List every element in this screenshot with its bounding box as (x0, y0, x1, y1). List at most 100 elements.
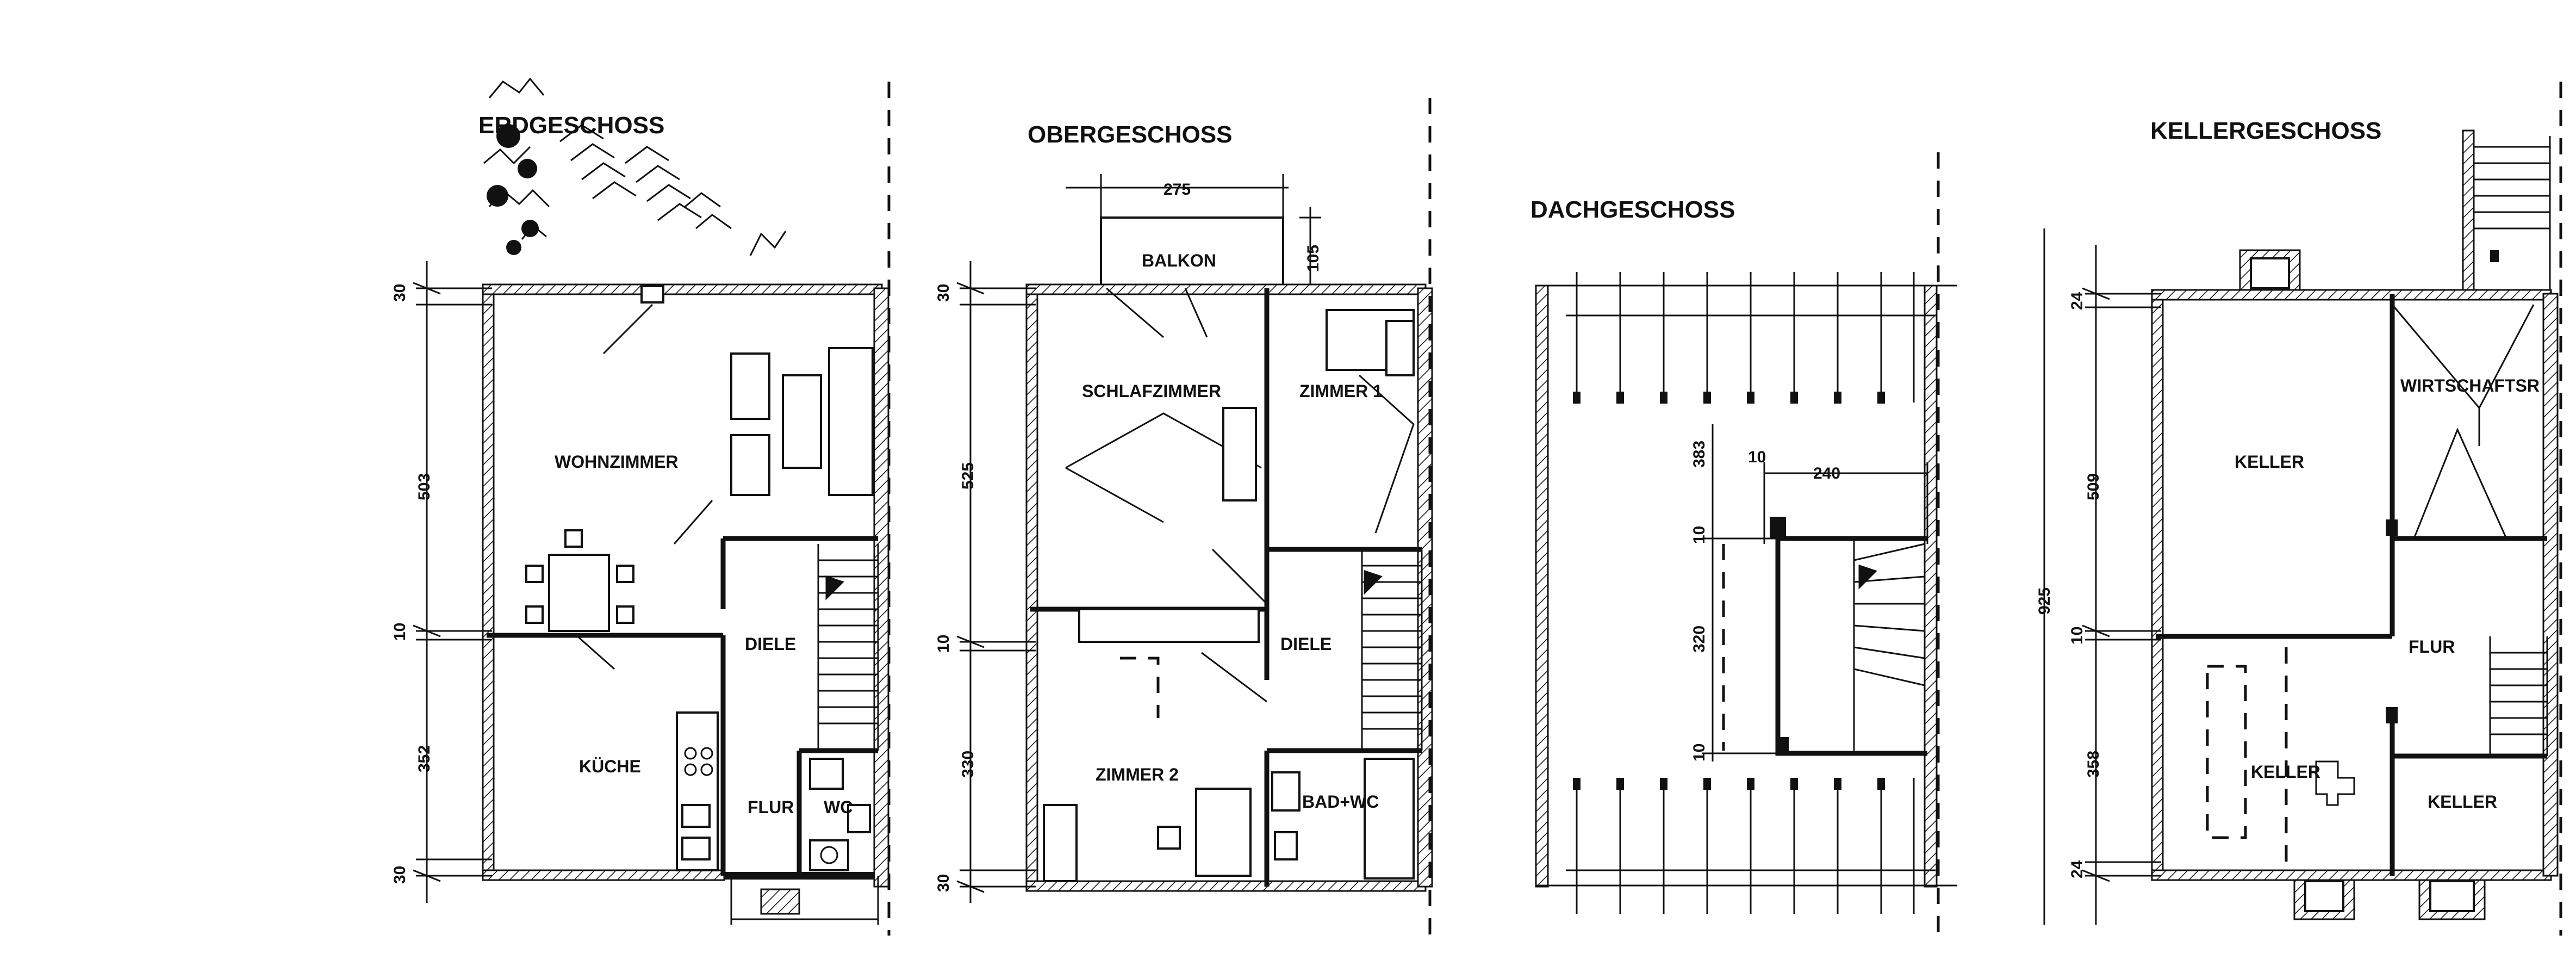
room-label-diele: DIELE (1280, 634, 1331, 654)
room-label-keller-bottom-left: KELLER (2251, 762, 2320, 782)
entrance-step (730, 876, 879, 925)
wc-fixtures (809, 758, 871, 871)
plan-kellergeschoss: KELLERGESCHOSS KELLER WIRTSCHAFTS (2036, 117, 2559, 925)
room-label-wc: WC (824, 797, 853, 817)
party-wall (2542, 293, 2559, 877)
chimney (640, 285, 664, 304)
storage-outline (2206, 647, 2288, 870)
chimney-kg (2386, 519, 2398, 536)
rafter-ends-lower (1573, 778, 1885, 790)
dim-mid: 10 (935, 635, 953, 653)
light-well-bottom-left-inner (2304, 880, 2344, 912)
kueche-furniture (676, 711, 719, 871)
post-dg (1778, 737, 1789, 753)
staircase (817, 544, 879, 751)
wall-hatch-top (2151, 289, 2552, 301)
gable-wall-left (1535, 284, 1549, 888)
dimension-chain (2043, 228, 2161, 925)
wall-hatch-bottom (2151, 869, 2552, 881)
dim-bottom: 30 (391, 866, 409, 884)
dim-top: 24 (2068, 292, 2086, 310)
room-label-schlafzimmer: SCHLAFZIMMER (1082, 381, 1221, 401)
garden-sketch (483, 77, 787, 256)
outside-stair (2467, 136, 2551, 294)
outside-stair-post (2490, 250, 2499, 262)
wall-hatch-left (2151, 289, 2164, 881)
schlafzimmer-furniture (1065, 407, 1262, 643)
dim-main: 503 (415, 473, 433, 500)
rafters-upper (1566, 272, 1936, 403)
dim-main: 509 (2085, 473, 2102, 500)
wirtschaftsr-lines (2391, 304, 2535, 539)
dim-lower: 330 (959, 751, 977, 778)
wall-hatch-bottom (1025, 880, 1427, 892)
dim-bottom: 30 (935, 874, 953, 892)
room-label-keller-bottom-right: KELLER (2428, 792, 2497, 812)
room-label-keller-top: KELLER (2235, 452, 2304, 472)
rafter-ends-upper (1573, 392, 1885, 404)
door-swings (576, 304, 713, 670)
staircase (1361, 549, 1423, 751)
wohnzimmer-furniture (525, 347, 874, 632)
balkon (1100, 216, 1284, 289)
interior-walls (487, 536, 878, 876)
dim-left-small: 10 (1748, 448, 1766, 466)
door-swings (1106, 287, 1268, 703)
room-label-flur: FLUR (748, 797, 794, 817)
room-label-kueche: KÜCHE (579, 757, 641, 776)
chimney-dg (1770, 517, 1786, 538)
dimension-chain (413, 261, 492, 903)
dim-mid: 10 (391, 623, 409, 641)
room-label-balkon: BALKON (1142, 251, 1216, 270)
zimmer1-furniture (1326, 309, 1415, 534)
stair-opening (1775, 536, 1927, 756)
dim-top: 30 (391, 284, 409, 302)
plan-title: DACHGESCHOSS (1530, 196, 1735, 223)
light-well-bottom-right-inner (2429, 880, 2475, 912)
plan-title: OBERGESCHOSS (1028, 121, 1233, 148)
dim-total: 925 (2036, 587, 2054, 615)
rafters-lower (1566, 778, 1936, 914)
light-well-top-inner (2250, 257, 2290, 289)
dim-mid: 10 (2068, 627, 2086, 645)
interior-walls (2156, 294, 2547, 876)
dim-top-small: 10 (1690, 526, 1708, 544)
room-label-badwc: BAD+WC (1302, 792, 1379, 812)
party-wall (873, 287, 889, 888)
dim-balkon-depth: 105 (1304, 245, 1322, 272)
gable-wall-right (1924, 284, 1938, 888)
staircase (2489, 636, 2548, 756)
wall-hatch-top (482, 283, 883, 295)
dim-opening-width: 240 (1813, 465, 1840, 482)
dimension-chain (956, 261, 1036, 903)
bad-fixtures (1271, 758, 1415, 880)
post-kg (2386, 707, 2398, 723)
plan-dachgeschoss: DACHGESCHOSS (1530, 196, 1957, 914)
wall-hatch-left (1025, 283, 1038, 891)
room-label-wirtschaftsr: WIRTSCHAFTSR (2400, 376, 2540, 395)
room-label-flur: FLUR (2409, 637, 2455, 657)
room-label-zimmer2: ZIMMER 2 (1096, 765, 1179, 784)
dim-main: 525 (959, 462, 977, 490)
room-label-diele: DIELE (745, 634, 796, 654)
plan-title: KELLERGESCHOSS (2150, 117, 2381, 144)
staircase (1853, 538, 1925, 751)
entrance-mat (760, 888, 800, 915)
dimension-chain (1702, 424, 1928, 761)
eaves-lines (1536, 284, 1957, 887)
room-label-zimmer1: ZIMMER 1 (1299, 381, 1383, 401)
dim-bottom-small: 10 (1690, 744, 1708, 761)
room-label-wohnzimmer: WOHNZIMMER (555, 452, 679, 472)
heating-unit (2315, 760, 2355, 806)
dim-bottom: 24 (2068, 860, 2086, 878)
wall-hatch-top (1025, 283, 1427, 295)
zimmer2-furniture (1043, 657, 1252, 882)
dim-upper: 383 (1690, 441, 1708, 468)
wall-hatch-bottom (482, 869, 725, 881)
dim-lower: 358 (2085, 751, 2102, 778)
dim-lower: 352 (415, 745, 433, 772)
dim-balkon-width: 275 (1163, 181, 1191, 199)
outside-stair-wall (2462, 129, 2475, 295)
property-boundary-lines (887, 82, 2562, 936)
dim-top: 30 (935, 284, 953, 302)
